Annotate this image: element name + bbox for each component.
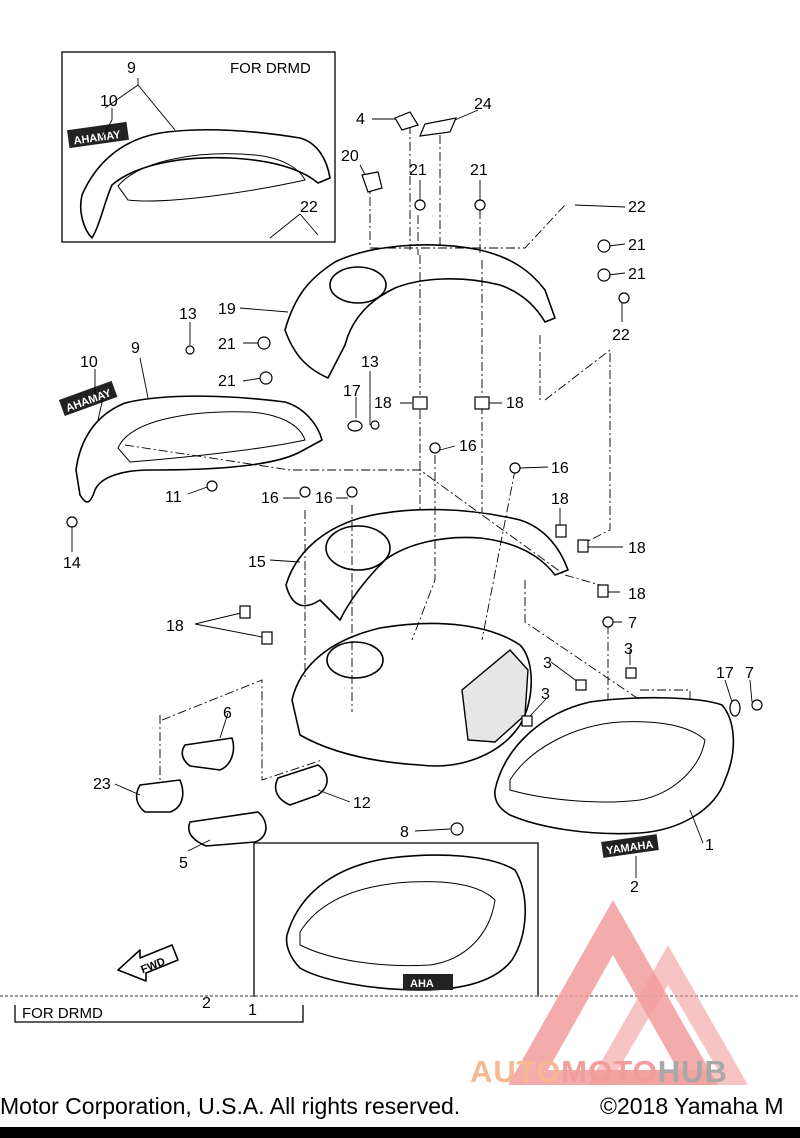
callout-14: 14 [63,555,81,572]
callout-2: 2 [630,879,639,896]
watermark-text-hub: HUB [657,1054,728,1089]
callout-18-c: 18 [551,491,569,508]
callout-21-e: 21 [218,336,236,353]
callout-10-left: 10 [80,354,98,371]
part-23-pad [135,779,184,813]
part-12-pad [274,764,328,806]
tank-filler [326,641,384,679]
callout-3-c: 3 [541,686,550,703]
callout-20: 20 [341,148,359,165]
part-9-side-cover [75,395,323,503]
callout-21-a: 21 [409,162,427,179]
inset-top-label: FOR DRMD [230,60,311,77]
callout-13-b: 13 [361,354,379,371]
inset-callout-2: 2 [202,995,211,1012]
callout-10-top: 10 [100,93,118,110]
callout-16-d: 16 [315,490,333,507]
inset-callout-1: 1 [248,1002,257,1019]
callout-21-f: 21 [218,373,236,390]
copyright-footer: Motor Corporation, U.S.A. All rights res… [0,1093,800,1123]
bottom-bar [0,1127,800,1138]
callout-18-f: 18 [166,618,184,635]
callout-24: 24 [474,96,492,113]
callout-22-c: 22 [612,327,630,344]
copyright-right: ©2018 Yamaha M [600,1093,784,1119]
callout-17-a: 17 [343,383,361,400]
part-1-tank-cover [494,696,735,835]
callout-5: 5 [179,855,188,872]
callout-22-b: 22 [628,199,646,216]
callout-3-b: 3 [543,655,552,672]
callout-4: 4 [356,111,365,128]
callout-9-left: 9 [131,340,140,357]
part-15-opening [325,525,391,571]
inset-bottom: AHA FOR DRMD 2 1 [14,842,539,1023]
watermark-text: AUTOMOTOHUB [470,1054,728,1090]
copyright-left: Motor Corporation, U.S.A. All rights res… [0,1093,461,1119]
callout-1: 1 [705,837,714,854]
callout-18-d: 18 [628,540,646,557]
watermark-text-moto: MOTO [561,1054,658,1089]
callout-8: 8 [400,824,409,841]
hardware [66,111,763,836]
callout-16-a: 16 [459,438,477,455]
callout-13-a: 13 [179,306,197,323]
callout-7-a: 7 [628,615,637,632]
part-19-cap-opening [329,266,387,304]
callout-11: 11 [165,489,182,506]
part-15-frame [285,508,569,621]
callout-15: 15 [248,554,266,571]
callout-19: 19 [218,301,236,318]
callout-22-a: 22 [300,199,318,216]
tank-mesh-panel [461,649,529,743]
tank-cover-drmd [79,129,331,239]
callout-21-c: 21 [628,237,646,254]
callout-16-c: 16 [261,490,279,507]
callout-6: 6 [223,705,232,722]
callout-23: 23 [93,776,111,793]
callout-16-b: 16 [551,460,569,477]
callout-21-b: 21 [470,162,488,179]
inset-bottom-label: FOR DRMD [22,1005,103,1022]
part-5-pad [188,811,267,847]
callout-9-top: 9 [127,60,136,77]
callout-21-d: 21 [628,266,646,283]
fwd-arrow: FWD [117,944,179,982]
watermark-logo [508,900,748,1085]
callout-18-b: 18 [506,395,524,412]
callout-3-a: 3 [624,641,633,658]
watermark-text-auto: AUTO [470,1054,562,1089]
inset-top: FOR DRMD AHAMAY [61,51,336,243]
part-6-pad [181,737,235,771]
callout-18-a: 18 [374,395,392,412]
callout-7-b: 7 [745,665,754,682]
callout-12: 12 [353,795,371,812]
tank-cover-drmd-inset [285,854,526,991]
callout-18-e: 18 [628,586,646,603]
emblem-text-inset: AHA [410,978,434,990]
callout-17-b: 17 [716,665,734,682]
